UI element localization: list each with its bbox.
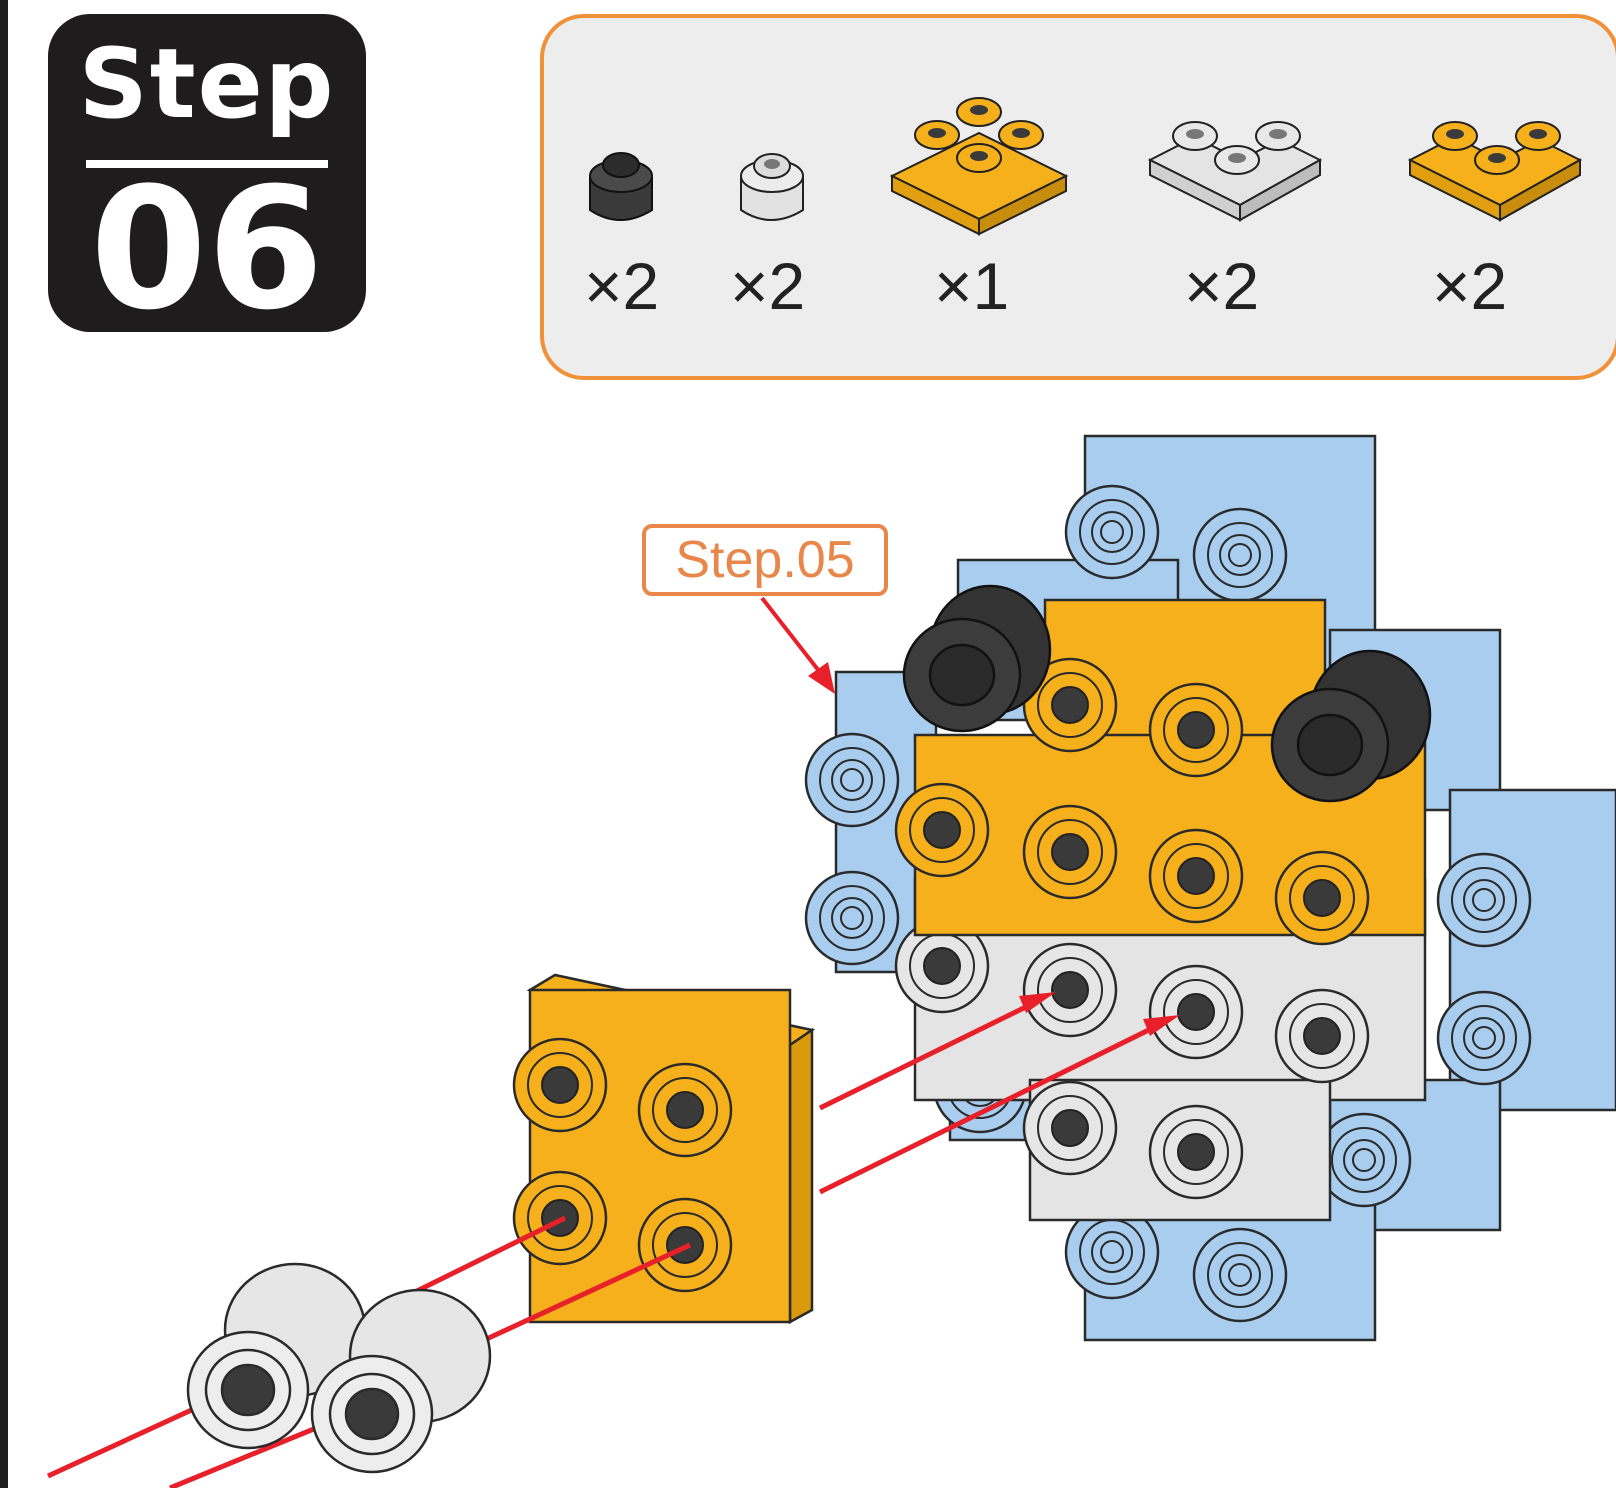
callout-arrow (760, 596, 835, 694)
part-qty-yellow-l-plate: ×2 (1432, 249, 1508, 323)
page-edge-rule (0, 0, 8, 1488)
step-number: 06 (90, 151, 324, 347)
gray-l-plate-icon (1147, 121, 1323, 222)
loose-gray-bushing-1 (186, 1262, 367, 1450)
part-qty-gray-l-plate: ×2 (1184, 249, 1260, 323)
part-qty-black-bushing: ×2 (584, 249, 660, 323)
gray-bushing-icon (740, 153, 804, 221)
black-bushings-installed (902, 584, 1432, 803)
part-qty-gray-bushing: ×2 (730, 249, 806, 323)
loose-gray-bushing-2 (310, 1288, 492, 1474)
step-divider (86, 160, 328, 168)
yellow-l-plate-icon (1407, 121, 1583, 222)
black-bushing-icon (589, 152, 653, 221)
guide-arrowheads (1019, 992, 1180, 1036)
parts-list-panel: ×2 ×2 ×1 ×2 ×2 (540, 14, 1616, 380)
step-badge: Step 06 (48, 14, 366, 347)
previous-step-callout: Step.05 (642, 524, 888, 596)
part-qty-yellow-2x2-plate: ×1 (934, 249, 1010, 323)
yellow-2x2-plate-icon (889, 97, 1069, 236)
step-word: Step (78, 28, 336, 140)
